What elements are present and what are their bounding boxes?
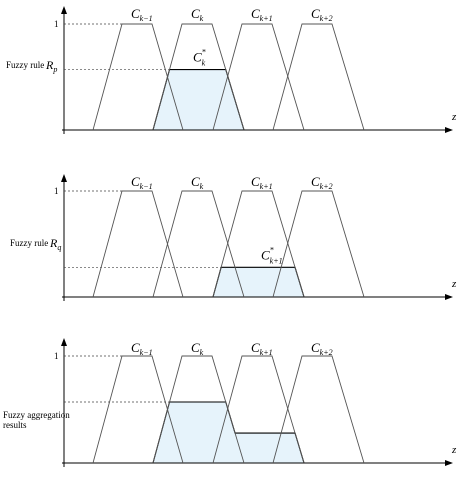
activated-set-label: C*k+1 — [261, 245, 283, 265]
x-axis-arrow — [445, 460, 453, 466]
side-label-line-1: Fuzzy rule — [6, 60, 44, 70]
rule-symbol: Rp — [45, 58, 57, 74]
membership-function-4 — [272, 190, 365, 298]
membership-function-3 — [212, 23, 305, 131]
side-label-line-1: Fuzzy aggregation — [3, 410, 70, 420]
membership-function-2 — [152, 190, 245, 298]
membership-one-label: 1 — [54, 351, 59, 361]
set-label-1: Ck−1 — [131, 340, 153, 357]
set-label-2: Ck — [191, 174, 204, 191]
membership-function-4 — [272, 355, 365, 464]
set-label-4: Ck+2 — [311, 174, 333, 191]
set-label-1: Ck−1 — [131, 174, 153, 191]
set-label-2: Ck — [191, 6, 204, 23]
set-label-1: Ck−1 — [131, 6, 153, 23]
membership-one-label: 1 — [54, 19, 59, 29]
membership-function-1 — [92, 190, 184, 298]
x-axis-label: z — [451, 111, 457, 123]
membership-function-2 — [152, 23, 245, 131]
set-label-3: Ck+1 — [251, 6, 273, 23]
membership-function-2 — [152, 355, 245, 464]
set-label-4: Ck+2 — [311, 340, 333, 357]
membership-one-label: 1 — [54, 186, 59, 196]
x-axis-label: z — [451, 278, 457, 290]
rule-symbol: Rq — [49, 236, 61, 252]
side-label-line-1: Fuzzy rule — [10, 238, 48, 248]
membership-function-3 — [212, 355, 305, 464]
activated-set-label: C*k — [193, 48, 206, 68]
set-label-3: Ck+1 — [251, 174, 273, 191]
x-axis-arrow — [445, 294, 453, 300]
x-axis-arrow — [445, 127, 453, 133]
side-label-line-2: results — [3, 420, 27, 430]
activated-region — [212, 266, 305, 298]
y-axis-arrow — [61, 174, 67, 182]
set-label-3: Ck+1 — [251, 340, 273, 357]
y-axis-arrow — [61, 338, 67, 346]
set-label-4: Ck+2 — [311, 6, 333, 23]
set-label-2: Ck — [191, 340, 204, 357]
membership-function-3 — [212, 190, 305, 298]
membership-function-4 — [272, 23, 365, 131]
y-axis-arrow — [61, 6, 67, 14]
x-axis-label: z — [451, 444, 457, 456]
